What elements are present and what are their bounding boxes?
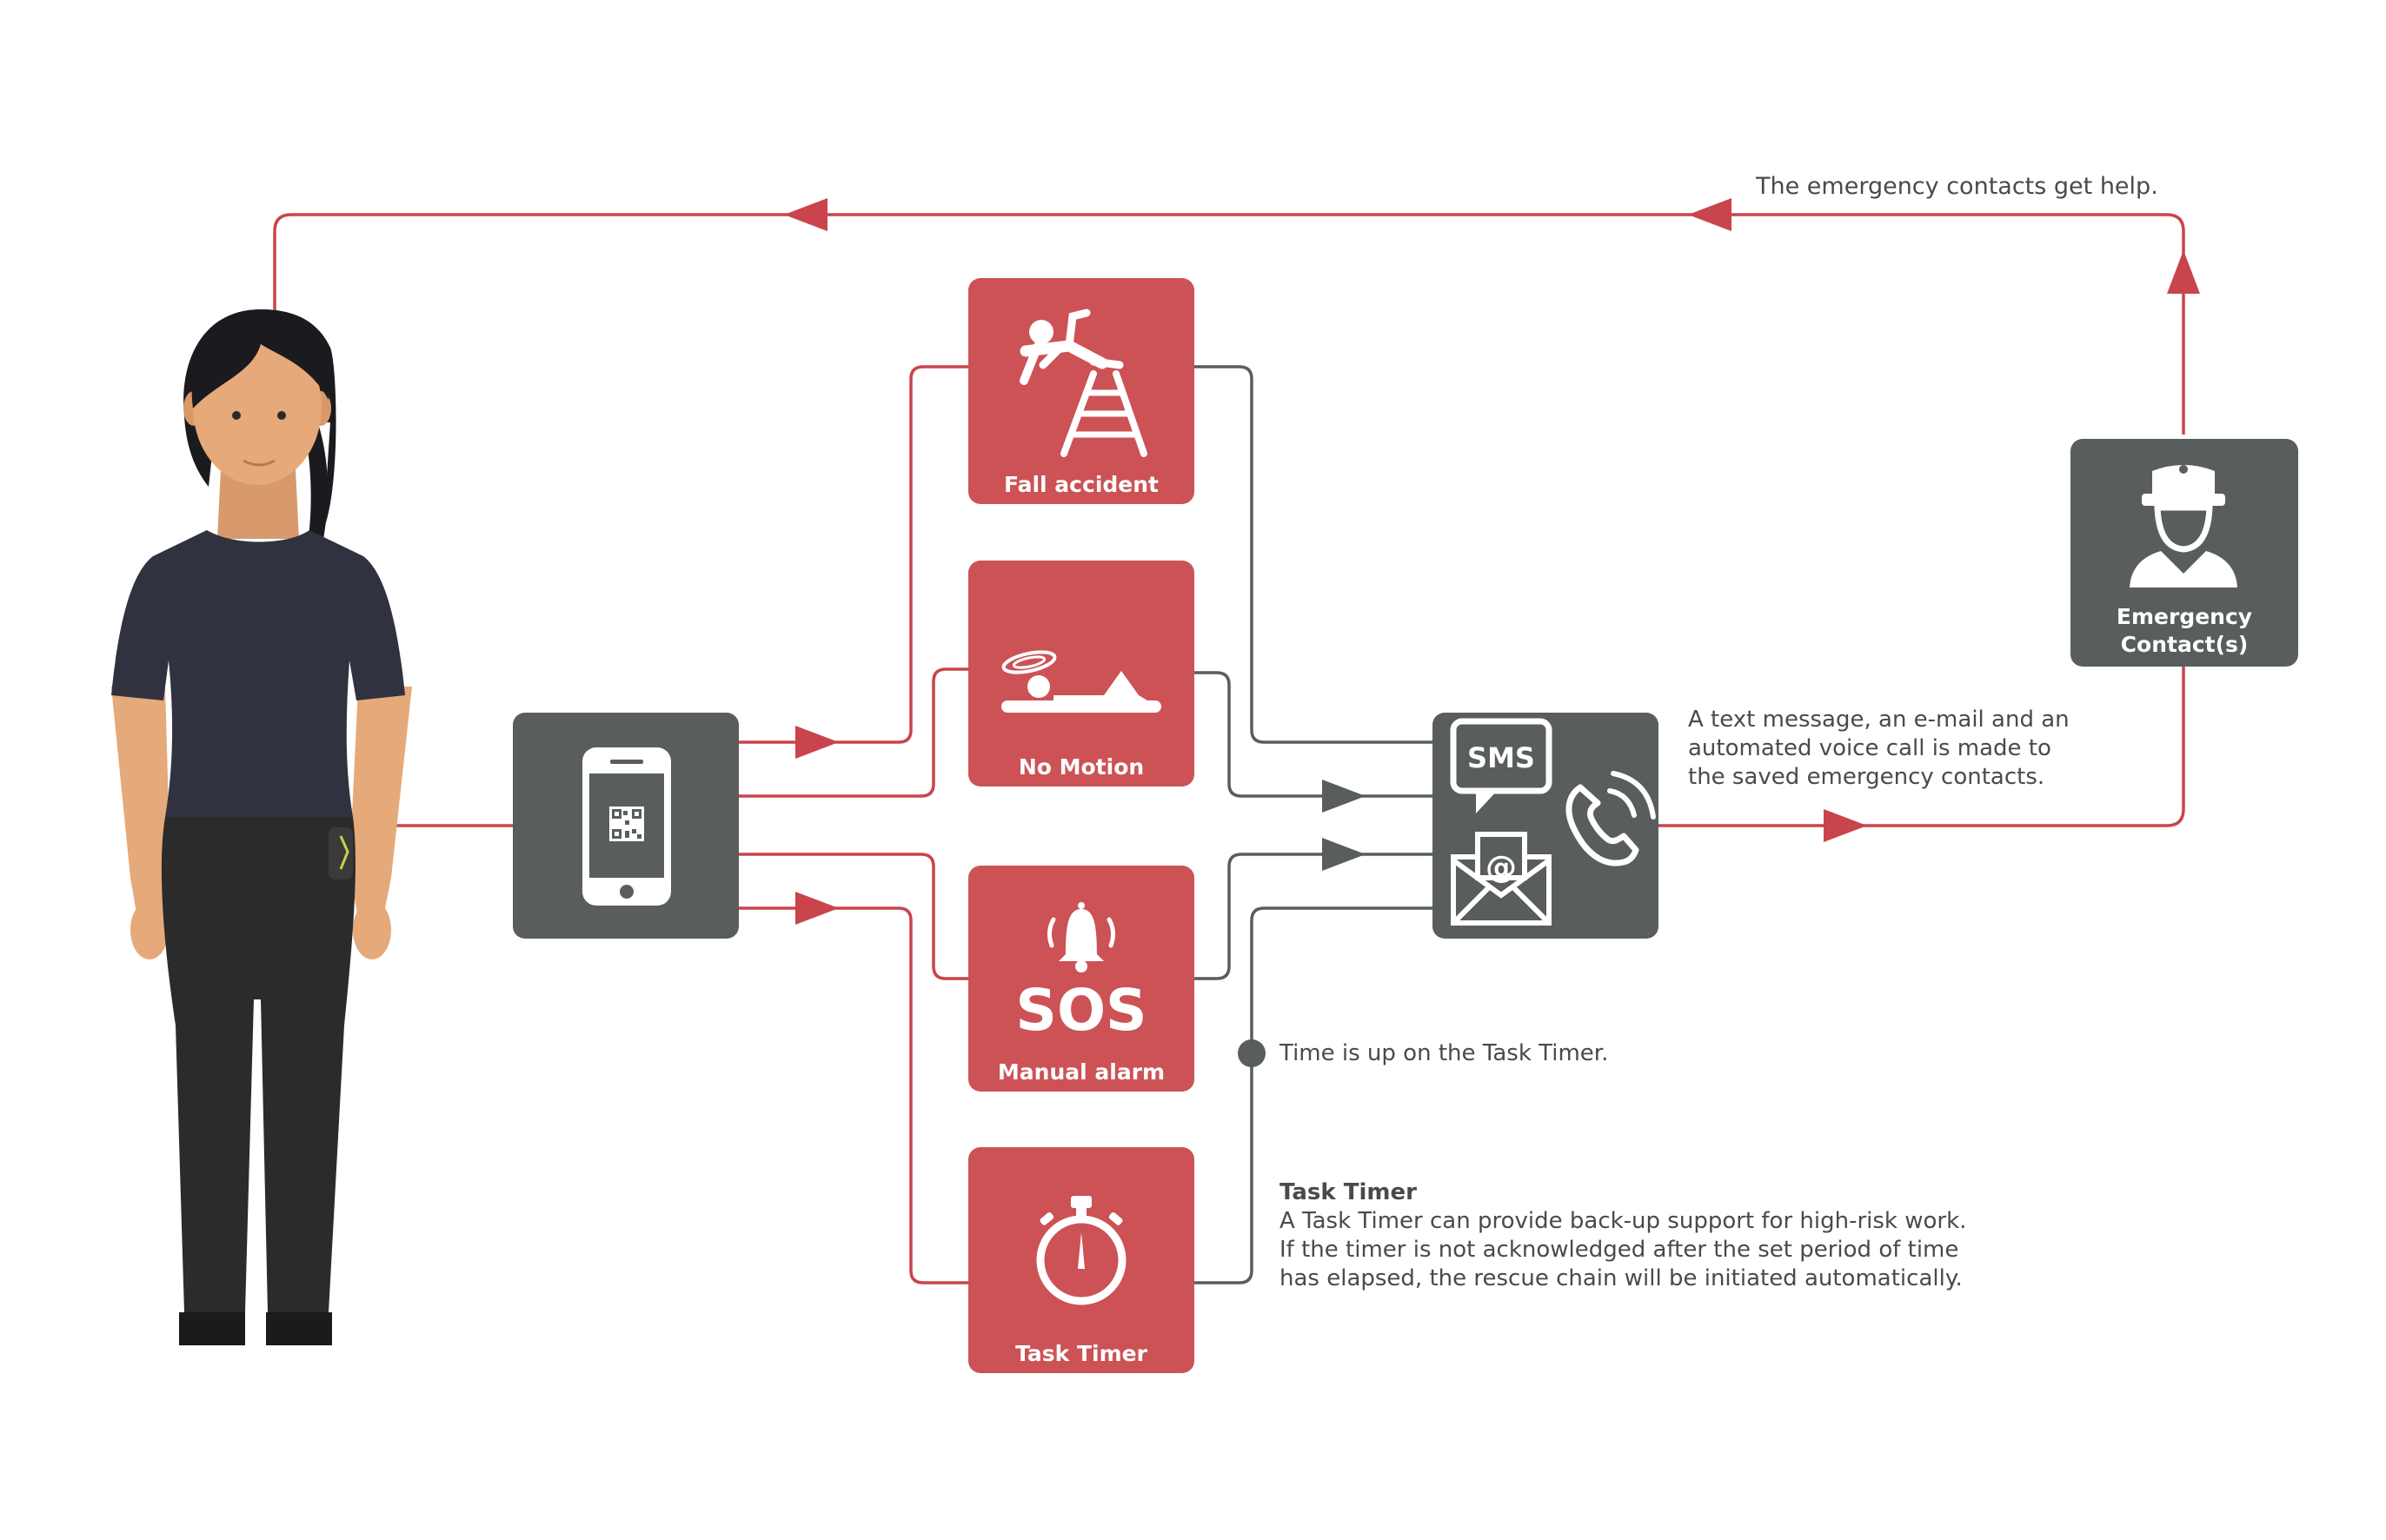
person-with-cap-icon bbox=[2130, 465, 2237, 587]
sms-bubble-icon: SMS bbox=[1450, 718, 1552, 813]
fall-to-comms-line bbox=[1194, 365, 1432, 744]
nomotion-to-comms-line bbox=[1194, 671, 1432, 798]
device-to-timer-line bbox=[739, 906, 968, 1284]
return-path-line bbox=[273, 213, 2185, 435]
wearable-device-icon bbox=[329, 827, 353, 880]
sos-icon-text: SOS bbox=[1015, 977, 1146, 1044]
task-timer-note-line-3: has elapsed, the rescue chain will be in… bbox=[1279, 1265, 1963, 1291]
device-arrow-bottom bbox=[795, 892, 839, 925]
comms-arrow-top bbox=[1322, 780, 1366, 813]
email-envelope-icon bbox=[1451, 832, 1552, 926]
device-arrow-top bbox=[795, 726, 839, 759]
task-timer-note-line-1: A Task Timer can provide back-up support… bbox=[1279, 1208, 1967, 1234]
device-box bbox=[513, 713, 739, 939]
device-to-sos-line bbox=[739, 853, 968, 980]
email-at-symbol: @ bbox=[1485, 850, 1517, 886]
sms-icon-text: SMS bbox=[1467, 741, 1535, 774]
emergency-contact-node: Emergency Contact(s) bbox=[2070, 439, 2298, 667]
message-line-3: the saved emergency contacts. bbox=[1688, 764, 2045, 790]
comms-arrow-bottom bbox=[1322, 838, 1366, 871]
task-timer-label: Task Timer bbox=[1015, 1341, 1148, 1366]
no-motion-node: No Motion bbox=[968, 561, 1194, 787]
task-timer-node: Task Timer bbox=[968, 1147, 1194, 1373]
help-annotation: The emergency contacts get help. bbox=[1756, 173, 2158, 200]
task-timer-note-title: Task Timer bbox=[1279, 1179, 1417, 1205]
alarm-bell-icon bbox=[1047, 902, 1116, 972]
person-lying-down-icon bbox=[1001, 650, 1161, 713]
message-line-2: automated voice call is made to bbox=[1688, 735, 2051, 761]
message-annotation: A text message, an e-mail and an automat… bbox=[1688, 706, 2070, 792]
timeup-annotation: Time is up on the Task Timer. bbox=[1279, 1040, 1609, 1066]
return-arrow-right bbox=[1688, 198, 1731, 231]
return-arrow-up bbox=[2167, 250, 2200, 294]
task-timer-annotation: Task Timer A Task Timer can provide back… bbox=[1279, 1178, 1966, 1293]
device-to-nomotion-line bbox=[739, 667, 968, 798]
device-to-fall-line bbox=[739, 365, 968, 744]
stopwatch-icon bbox=[1036, 1196, 1127, 1305]
comms-to-contact-line bbox=[1658, 665, 2185, 827]
fall-accident-label: Fall accident bbox=[1004, 472, 1159, 497]
arrowheads bbox=[784, 198, 2200, 925]
comms-node: SMS @ bbox=[1432, 713, 1658, 939]
message-line-1: A text message, an e-mail and an bbox=[1688, 707, 2070, 733]
task-timer-note-line-2: If the timer is not acknowledged after t… bbox=[1279, 1237, 1959, 1263]
person-illustration bbox=[111, 309, 412, 1345]
no-motion-label: No Motion bbox=[1019, 754, 1144, 780]
emergency-contact-label-line2: Contact(s) bbox=[2121, 632, 2249, 657]
emergency-contact-label-line1: Emergency bbox=[2117, 604, 2252, 629]
sos-to-comms-line bbox=[1194, 853, 1432, 980]
phone-call-icon bbox=[1565, 771, 1656, 866]
sos-node: SOS Manual alarm bbox=[968, 866, 1194, 1092]
timeup-dot bbox=[1238, 1039, 1266, 1067]
fall-from-ladder-icon bbox=[1020, 309, 1147, 457]
return-arrow-left bbox=[784, 198, 827, 231]
fall-accident-node: Fall accident bbox=[968, 278, 1194, 504]
contact-arrow bbox=[1824, 809, 1867, 842]
manual-alarm-label: Manual alarm bbox=[998, 1059, 1165, 1085]
smartphone-qr-icon bbox=[582, 747, 671, 906]
timer-to-comms-line bbox=[1194, 906, 1432, 1284]
